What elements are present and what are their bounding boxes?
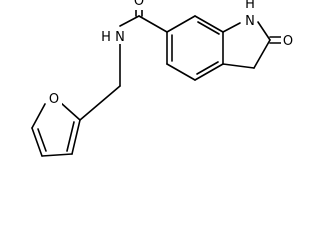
bond-ch2-furan-c2 — [79, 85, 121, 121]
bond-c11-c12-inner — [196, 61, 219, 75]
bond-furan-c3-c2-inner — [66, 121, 75, 152]
furan-oxygen-label: O — [49, 92, 59, 107]
lactam-oxygen-label: O — [283, 34, 293, 49]
bond-furan-o-c5 — [31, 103, 46, 129]
bond-furan-c3-c2 — [71, 119, 81, 155]
bond-c2-c3 — [253, 39, 271, 69]
ring-nh-nitrogen-label: N — [245, 14, 255, 29]
bond-c8-camide — [138, 15, 168, 33]
bond-c9-c10-inner — [197, 21, 220, 35]
bond-camide-n — [119, 15, 140, 27]
bond-c12-c7 — [166, 63, 196, 81]
bond-furan-c5-c4 — [31, 127, 43, 157]
amide-nitrogen-h-label: H — [101, 30, 111, 45]
bond-furan-c5-c4-inner — [37, 128, 47, 152]
bond-c3-c11 — [222, 63, 255, 69]
bond-furan-c4-c3 — [41, 153, 73, 157]
molecule-canvas: O N H H N O O — [31, 0, 295, 157]
amide-nitrogen-label: N — [115, 30, 125, 45]
structure-diagram: O N H H N O O — [31, 0, 295, 157]
atom-labels: O N H H N O O — [46, 0, 295, 107]
ring-nh-hydrogen-label: H — [245, 0, 255, 12]
bond-c9-c10 — [194, 15, 224, 33]
bond-c8-c9 — [166, 15, 196, 33]
bond-c11-c12 — [194, 63, 224, 81]
bond-furan-c2-o — [60, 102, 81, 121]
bond-c10-n1 — [222, 22, 241, 33]
carbonyl-oxygen-label: O — [134, 0, 144, 9]
bond-n1-c2 — [257, 21, 271, 41]
bonds — [31, 5, 283, 157]
